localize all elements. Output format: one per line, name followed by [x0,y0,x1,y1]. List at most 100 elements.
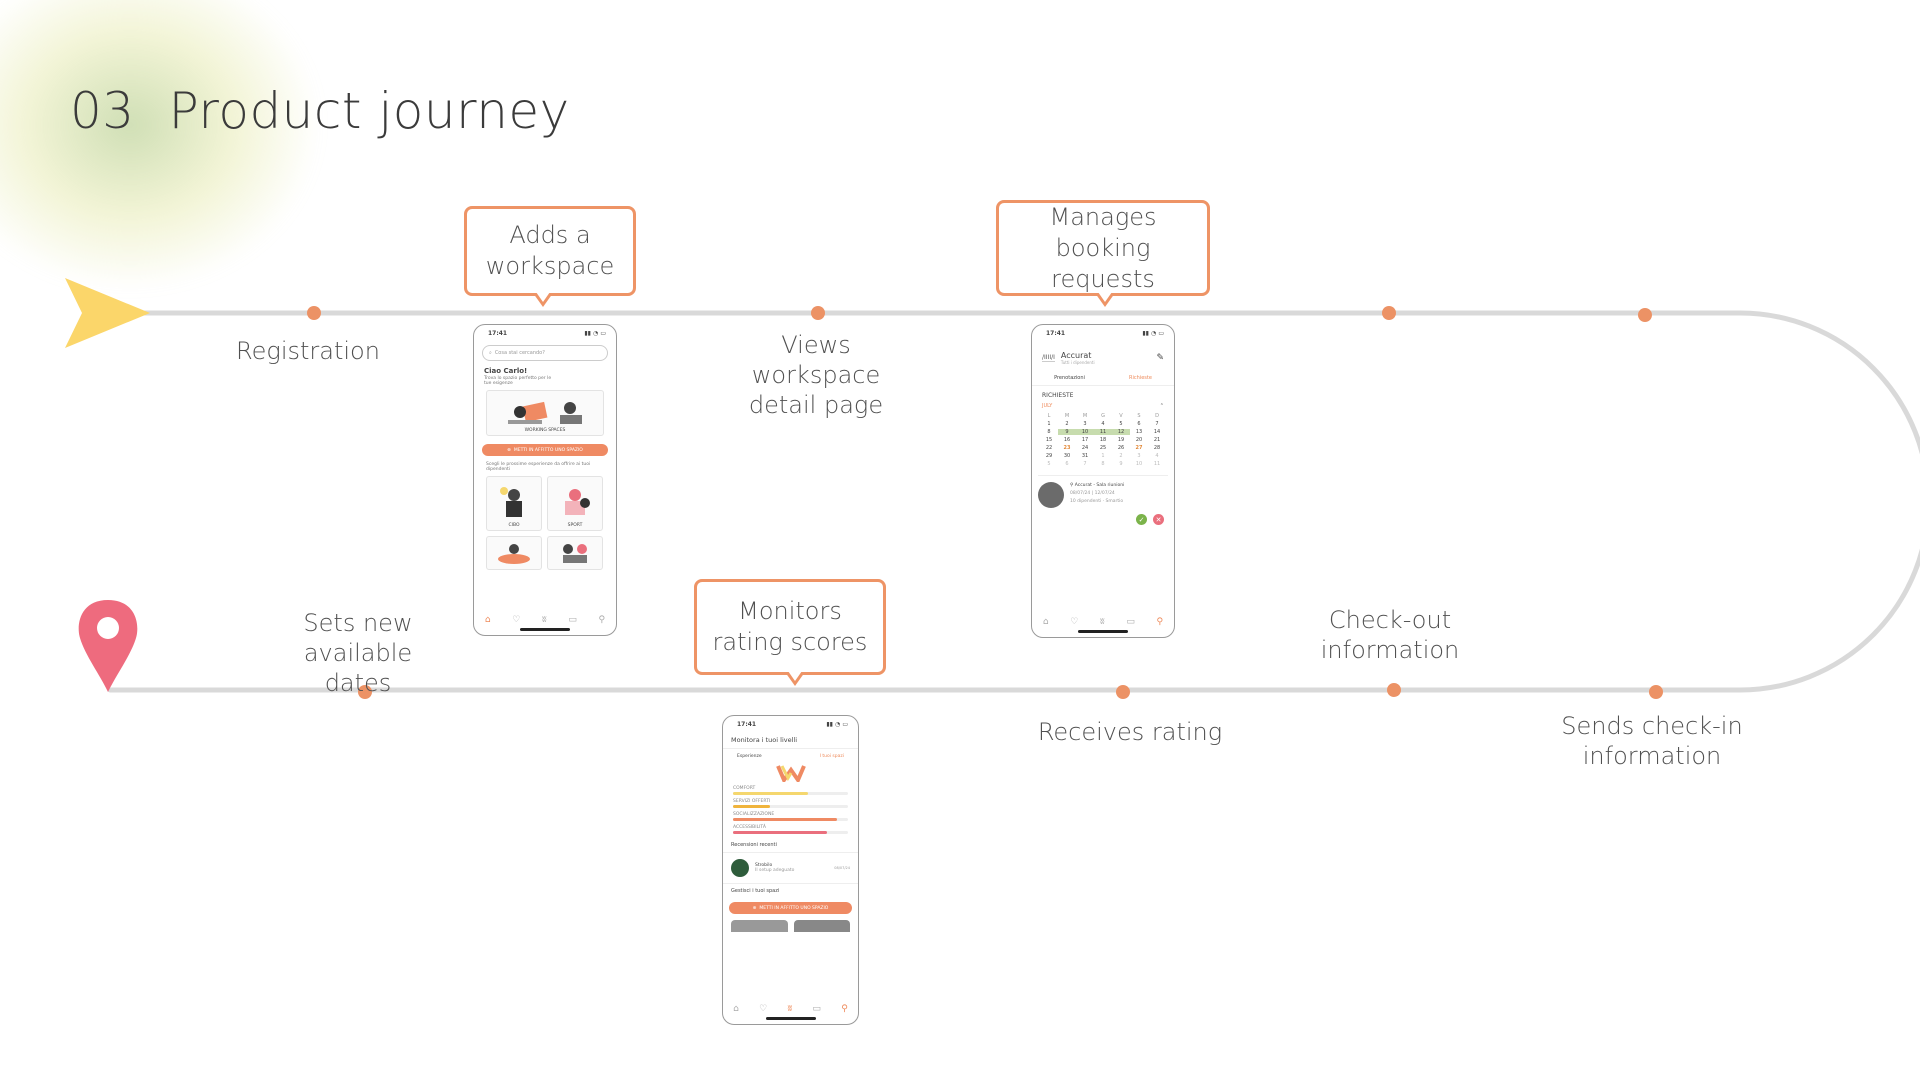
calendar-day[interactable]: 30 [1063,453,1071,459]
signal-icon: ▮▮ ◔ ▭ [584,330,606,337]
heart-icon[interactable]: ♡ [759,1004,768,1014]
weekday-label: M [1082,413,1088,419]
calendar-day[interactable]: 12 [1112,429,1130,435]
calendar-day[interactable]: 10 [1076,429,1094,435]
calendar-day[interactable]: 7 [1155,421,1159,427]
working-spaces-card[interactable]: WORKING SPACES [486,390,604,436]
calendar-day[interactable]: 5 [1119,421,1123,427]
calendar-day[interactable]: 22 [1045,445,1053,451]
requests-heading: RICHIESTE [1042,392,1074,399]
metric-track [733,792,848,795]
end-pin-icon [78,600,138,692]
brand-logo-icon [723,764,858,785]
step-dot [1387,683,1401,697]
calendar-day[interactable]: 28 [1153,445,1161,451]
calendar-day[interactable]: 23 [1063,445,1071,451]
heart-icon[interactable]: ♡ [512,615,521,625]
activity-card[interactable] [547,536,603,570]
greeting-subtitle: Trova lo spazio perfetto per le tue esig… [484,376,552,386]
calendar-day[interactable]: 21 [1153,437,1161,443]
calendar-day[interactable]: 9 [1119,461,1123,467]
accept-icon[interactable]: ✓ [1136,514,1147,525]
calendar-day[interactable]: 15 [1045,437,1053,443]
rent-space-button[interactable]: ⊕METTI IN AFFITTO UNO SPAZIO [482,444,608,456]
food-illustration-icon [500,487,522,517]
activity-card[interactable] [486,536,542,570]
chat-icon[interactable]: ▭ [568,615,577,625]
calendar-day[interactable]: 18 [1099,437,1107,443]
tab-requests[interactable]: Richieste [1129,375,1152,381]
tab-experiences[interactable]: Esperienze [737,754,762,759]
home-indicator [1078,630,1128,633]
chat-icon[interactable]: ▭ [1126,617,1135,627]
rent-space-button[interactable]: ⊕METTI IN AFFITTO UNO SPAZIO [729,902,852,914]
sport-card[interactable]: SPORT [547,476,603,531]
calendar-day[interactable]: 11 [1094,429,1112,435]
metric-fill [733,792,808,795]
calendar-day[interactable]: 20 [1135,437,1143,443]
section-title: Product journey [168,82,570,140]
calendar-day[interactable]: 19 [1117,437,1125,443]
calendar-day[interactable]: 1 [1101,453,1105,459]
calendar-day[interactable]: 3 [1083,421,1087,427]
calendar-day[interactable]: 29 [1045,453,1053,459]
calendar-day[interactable]: 14 [1153,429,1161,435]
calendar-day[interactable]: 27 [1135,445,1143,451]
logo-icon[interactable]: ʬ [542,615,547,625]
calendar-day[interactable]: 11 [1153,461,1161,467]
tab-spaces[interactable]: I tuoi spazi [819,754,844,759]
calendar-day[interactable]: 16 [1063,437,1071,443]
logo-icon[interactable]: ʬ [787,1004,793,1014]
calendar-day[interactable]: 2 [1119,453,1123,459]
weekday-label: M [1064,413,1070,419]
calendar-day[interactable]: 2 [1065,421,1069,427]
tab-bookings[interactable]: Prenotazioni [1054,375,1085,381]
edit-icon[interactable]: ✎ [1156,353,1164,363]
home-icon[interactable]: ⌂ [484,615,491,625]
calendar-day[interactable]: 7 [1083,461,1087,467]
step-sets-dates-label: Sets new available dates [303,609,413,697]
search-input[interactable]: ⌕Cosa stai cercando? [482,345,608,361]
calendar-day[interactable]: 9 [1058,429,1076,435]
calendar-day[interactable]: 3 [1137,453,1141,459]
profile-icon[interactable]: ⚲ [1156,617,1164,627]
home-icon[interactable]: ⌂ [733,1004,739,1014]
home-icon[interactable]: ⌂ [1042,617,1049,627]
calendar-day[interactable]: 25 [1099,445,1107,451]
chat-icon[interactable]: ▭ [812,1004,821,1014]
chevron-up-icon[interactable]: ⌃ [1159,403,1164,409]
metric-track [733,831,848,834]
space-thumbnail [1038,482,1064,508]
calendar-day[interactable]: 4 [1101,421,1105,427]
calendar-day[interactable]: 26 [1117,445,1125,451]
calendar-day[interactable]: 8 [1101,461,1105,467]
greeting: Ciao Carlo! [484,367,528,375]
step-dot [1116,685,1130,699]
calendar-day[interactable]: 8 [1047,429,1051,435]
calendar-day[interactable]: 10 [1135,461,1143,467]
calendar-day[interactable]: 31 [1081,453,1089,459]
space-thumbnail [793,920,850,932]
reviewer-avatar [731,859,749,877]
signal-icon: ▮▮ ◔ ▭ [1142,330,1164,337]
calendar-day[interactable]: 5 [1047,461,1051,467]
calendar-day[interactable]: 24 [1081,445,1089,451]
step-checkin-label: Sends check-in information [1561,712,1743,770]
step-dot [307,306,321,320]
reject-icon[interactable]: ✕ [1153,514,1164,525]
calendar-day[interactable]: 6 [1065,461,1069,467]
metric-fill [733,818,837,821]
food-card[interactable]: CIBO [486,476,542,531]
profile-icon[interactable]: ⚲ [841,1004,848,1014]
profile-icon[interactable]: ⚲ [598,615,606,625]
calendar-day[interactable]: 4 [1155,453,1159,459]
weekday-label: V [1119,413,1123,419]
manage-heading: Gestisci i tuoi spazi [731,888,780,894]
calendar-day[interactable]: 1 [1047,421,1051,427]
calendar-day[interactable]: 13 [1135,429,1143,435]
calendar-day[interactable]: 6 [1137,421,1141,427]
logo-icon[interactable]: ʬ [1100,617,1105,627]
calendar-day[interactable]: 17 [1081,437,1089,443]
heart-icon[interactable]: ♡ [1070,617,1079,627]
